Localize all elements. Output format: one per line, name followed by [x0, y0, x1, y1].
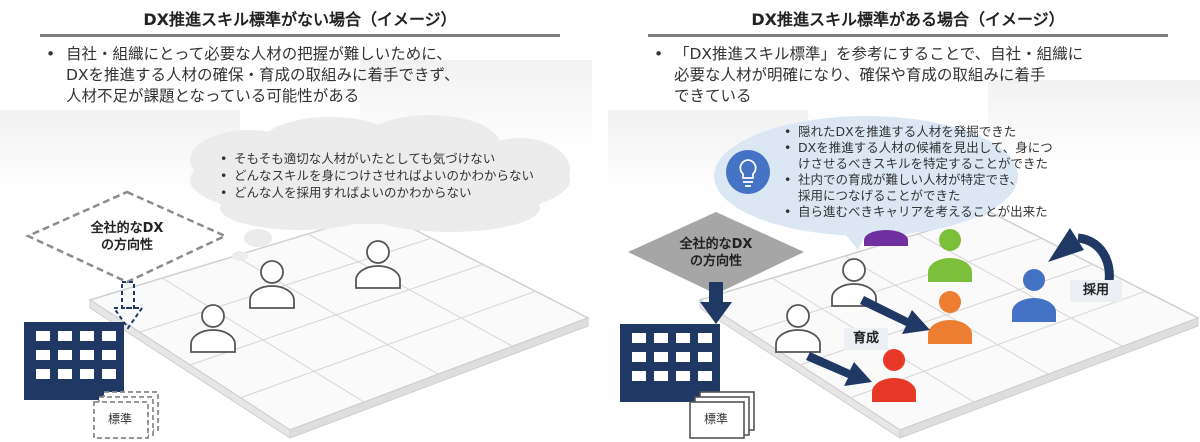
panel-title: DX推進スキル標準がない場合（イメージ） [143, 10, 457, 29]
lightbulb-icon [726, 150, 770, 194]
person-red-icon [872, 349, 916, 402]
panel-without-standard: DX推進スキル標準がない場合（イメージ） 自社・組織にとって必要な人材の把握が難… [0, 0, 592, 442]
cloud-concerns: そもそも適切な人材がいたとしても気づけない どんなスキルを身につけさせればよいの… [220, 150, 534, 201]
dashed-arrow-icon [112, 281, 144, 330]
training-tag: 育成 [844, 328, 888, 350]
outcome-item: 社内での育成が難しい人材が特定でき、 採用につなげることができた [784, 172, 1053, 204]
summary-bullet: 自社・組織にとって必要な人材の把握が難しいために、 DXを推進する人材の確保・育… [46, 44, 459, 107]
person-blue-icon [1012, 269, 1056, 322]
title-divider [40, 34, 560, 37]
vision-diamond-solid [628, 212, 804, 294]
vision-label: 全社的なDX の方向性 [679, 237, 753, 269]
hiring-tag: 採用 [1070, 280, 1122, 302]
panel-title: DX推進スキル標準がある場合（イメージ） [751, 10, 1065, 29]
document-stack-dashed-icon [93, 391, 159, 439]
floor-grid [88, 211, 590, 439]
vision-diamond-dashed [24, 190, 228, 284]
bubble-outcomes: 隠れたDXを推進する人材を発掘できた DXを推進する人材の候補を見出して、身につ… [784, 124, 1053, 220]
building-icon [24, 322, 124, 400]
outcome-item: 隠れたDXを推進する人材を発掘できた [784, 124, 1053, 140]
person-outline-icon [249, 260, 295, 309]
person-purple-icon [864, 230, 908, 246]
person-outline-icon [355, 240, 401, 289]
vision-label: 全社的なDX の方向性 [90, 221, 164, 253]
concern-item: どんなスキルを身につけさせればよいのかわからない [220, 167, 534, 184]
document-stack-icon [689, 391, 755, 439]
building-icon [620, 324, 720, 402]
person-outline-icon [775, 304, 821, 353]
solid-arrow-icon [700, 282, 732, 324]
outcome-item: 自ら進むべきキャリアを考えることが出来た [784, 204, 1053, 220]
panel-with-standard: DX推進スキル標準がある場合（イメージ） 「DX推進スキル標準」を参考にすること… [608, 0, 1200, 442]
concern-item: そもそも適切な人材がいたとしても気づけない [220, 150, 534, 167]
summary-bullets: 「DX推進スキル標準」を参考にすることで、自社・組織に 必要な人材が明確になり、… [654, 44, 1083, 107]
summary-bullet: 「DX推進スキル標準」を参考にすることで、自社・組織に 必要な人材が明確になり、… [654, 44, 1083, 107]
person-outline-icon [190, 304, 236, 353]
person-orange-icon [928, 291, 972, 344]
standard-label: 標準 [107, 412, 132, 426]
outcome-item: DXを推進する人材の候補を見出して、身につ けさせるべきスキルを特定することがで… [784, 140, 1053, 172]
person-green-icon [928, 229, 972, 282]
concern-item: どんな人を採用すればよいのかわからない [220, 184, 534, 201]
training-arrow-icon [806, 296, 930, 386]
title-divider [648, 34, 1168, 37]
summary-bullets: 自社・組織にとって必要な人材の把握が難しいために、 DXを推進する人材の確保・育… [46, 44, 459, 107]
standard-label: 標準 [703, 412, 728, 426]
